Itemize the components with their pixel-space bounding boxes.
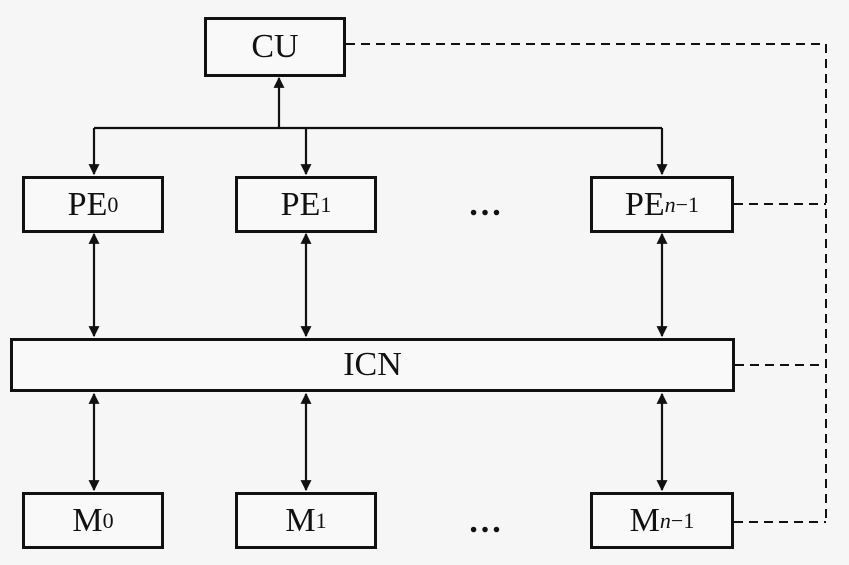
control-unit-box: CU [204, 17, 346, 77]
pe-0-label: PE [67, 185, 108, 223]
memory-n-minus-1-sub: −1 [670, 507, 695, 533]
pe-0-sub: 0 [107, 191, 119, 217]
control-unit-label: CU [251, 28, 299, 65]
pe-1-label: PE [280, 185, 321, 223]
memory-0-sub: 0 [102, 507, 114, 533]
icn-box: ICN [10, 338, 735, 392]
memory-1-sub: 1 [315, 507, 327, 533]
pe-n-minus-1-label: PE [624, 185, 665, 223]
pe-n-minus-1-sub-italic: n [664, 191, 676, 217]
memory-n-minus-1-label: M [629, 501, 660, 539]
memory-ellipsis: … [468, 503, 504, 540]
memory-1-label: M [285, 501, 316, 539]
pe-n-minus-1-sub: −1 [675, 191, 700, 217]
memory-n-minus-1-sub-italic: n [659, 507, 671, 533]
pe-1-sub: 1 [320, 191, 332, 217]
icn-label: ICN [343, 346, 402, 383]
cu-control-dashed-line [346, 43, 827, 522]
pe-ellipsis: … [468, 186, 504, 223]
memory-0-label: M [72, 501, 103, 539]
